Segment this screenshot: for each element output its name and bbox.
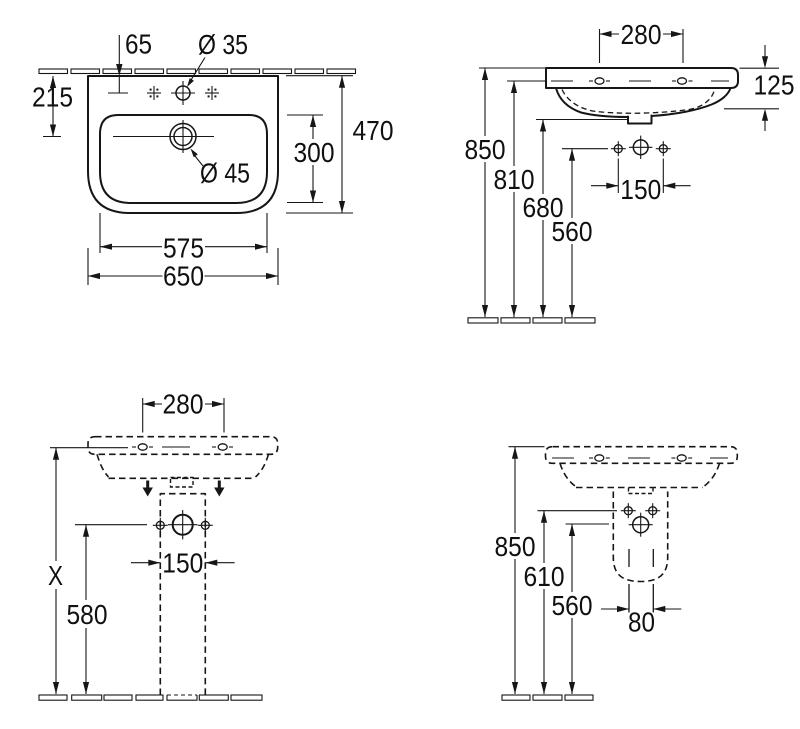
fixing-hole-left <box>589 77 610 85</box>
connection-hole-center-front <box>168 510 198 540</box>
dim-tap-hole-offset: 65 <box>108 29 152 94</box>
plan-view: 65 Ø 35 215 470 <box>32 29 394 292</box>
fixing-bolt-arrow-right <box>214 480 225 497</box>
fixing-hole-right-sideped <box>671 454 693 462</box>
dim-underside-back-height: 680 <box>523 118 627 317</box>
wall-tiles <box>38 68 357 75</box>
dim-fixing-hole-spacing: 280 <box>598 19 684 63</box>
dim-rim-height-sideped: 850 <box>495 446 545 694</box>
dim-connection-height-front: 580 <box>67 524 147 694</box>
dim-rim-thickness-label: 125 <box>754 70 795 101</box>
tap-hole <box>171 81 195 105</box>
dim-bowl-depth-label: 300 <box>294 137 335 168</box>
connection-hole-right-sideped <box>645 503 661 519</box>
dim-fixing-hole-spacing-label: 280 <box>621 19 662 50</box>
dim-connection-spacing-front-label: 150 <box>162 548 203 579</box>
floor-tiles-side <box>467 317 596 324</box>
fixing-hole-left-front <box>132 443 153 451</box>
dim-bowl-width: 575 <box>99 213 268 264</box>
drain-hole <box>113 120 214 153</box>
dim-connection-height-label: 560 <box>552 216 593 247</box>
dim-tap-hole-diameter-label: Ø 35 <box>198 29 248 60</box>
dim-rim-height: 850 <box>465 67 545 317</box>
connection-hole-center-sideped <box>628 512 653 537</box>
bowl-hidden-side <box>559 463 721 489</box>
drain-hidden-front <box>169 476 194 488</box>
fixing-bolt-arrow-left <box>142 480 153 497</box>
trap-hidden-outline <box>612 491 669 583</box>
connection-hole-left <box>610 141 626 157</box>
fixing-hole-right-front <box>212 443 233 451</box>
dim-height-x: X <box>48 447 128 694</box>
basin-bowl-outline <box>99 114 268 204</box>
side-view: 280 125 850 810 <box>465 19 795 324</box>
basin-outer-outline <box>87 75 279 214</box>
dim-fixing-hole-spacing-front-label: 280 <box>163 389 204 420</box>
dim-connection-spacing-label: 150 <box>620 174 661 205</box>
dim-drain-diameter-label: Ø 45 <box>200 158 250 189</box>
bowl-hidden-front <box>96 454 270 480</box>
floor-tiles-front <box>38 694 263 701</box>
dim-connection-height: 560 <box>552 148 608 317</box>
rim-profile <box>545 67 739 89</box>
dim-overall-depth-label: 470 <box>353 115 394 146</box>
dim-overall-width-label: 650 <box>163 261 204 292</box>
dim-rim-thickness: 125 <box>724 45 795 131</box>
optional-tap-hole-left <box>147 86 161 100</box>
dim-connection-height-sideped-label: 560 <box>552 590 593 621</box>
front-pedestal-view: 280 <box>38 389 279 701</box>
connection-hole-right-front <box>197 517 213 533</box>
dim-drain-diameter: Ø 45 <box>190 148 250 189</box>
dim-outlet-width-label: 80 <box>628 607 655 638</box>
dim-overall-depth: 470 <box>286 75 394 214</box>
fixing-hole-left-sideped <box>589 454 610 462</box>
dim-connection-spacing: 150 <box>591 158 691 205</box>
dim-drain-offset: 215 <box>32 76 73 138</box>
dim-underside-front-height-label: 810 <box>494 164 535 195</box>
dim-underside-back-height-label: 680 <box>523 192 564 223</box>
dim-fixing-height-sideped-label: 610 <box>524 561 565 592</box>
pedestal-outline-front <box>159 492 207 695</box>
dim-connection-height-sideped: 560 <box>552 523 609 694</box>
dim-fixing-height-sideped: 610 <box>524 510 617 694</box>
dim-rim-height-label: 850 <box>465 134 506 165</box>
connection-hole-right <box>655 141 671 157</box>
dim-connection-height-front-label: 580 <box>67 599 108 630</box>
drain-stub-hidden <box>627 487 654 495</box>
dim-tap-hole-offset-label: 65 <box>125 29 152 60</box>
connection-hole-left-sideped <box>620 503 636 519</box>
rim-outline-hidden-side <box>544 445 739 465</box>
bowl-profile <box>555 87 732 125</box>
optional-tap-hole-right <box>205 86 219 100</box>
dim-fixing-hole-spacing-front: 280 <box>142 389 225 433</box>
rim-outline-hidden <box>87 435 279 456</box>
dim-tap-hole-diameter: Ø 35 <box>187 29 248 87</box>
dim-outlet-width: 80 <box>601 605 682 638</box>
side-pedestal-view: 80 850 610 560 <box>495 445 739 701</box>
dim-bowl-depth: 300 <box>287 114 335 204</box>
outlet-pipe-lines <box>628 549 654 613</box>
floor-tiles-sideped <box>501 694 594 701</box>
dim-height-x-label: X <box>48 560 63 591</box>
dim-drain-offset-label: 215 <box>32 82 73 113</box>
dim-overall-width: 650 <box>87 248 279 292</box>
bowl-hidden-contour <box>561 89 716 114</box>
dim-connection-spacing-front: 150 <box>131 548 235 579</box>
dim-underside-front-height: 810 <box>494 80 545 317</box>
dim-bowl-width-label: 575 <box>163 233 204 264</box>
connection-hole-center <box>629 135 653 159</box>
dim-rim-height-sideped-label: 850 <box>495 531 536 562</box>
fixing-hole-right <box>672 77 693 85</box>
connection-hole-left-front <box>152 517 168 533</box>
